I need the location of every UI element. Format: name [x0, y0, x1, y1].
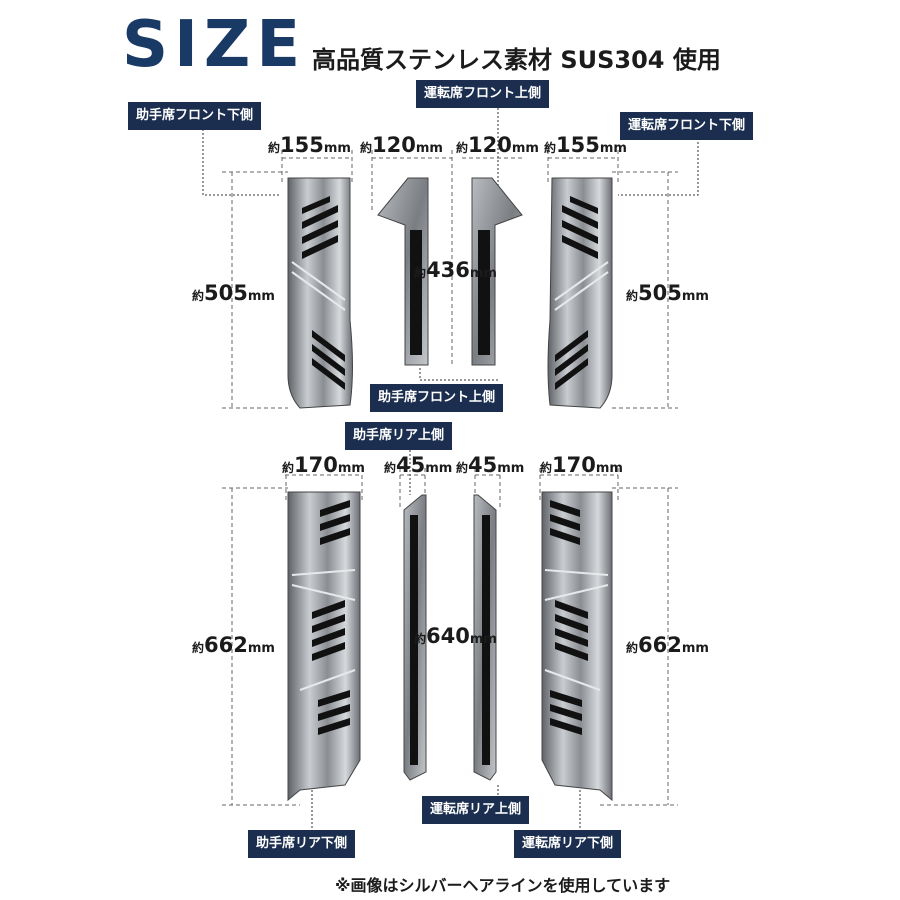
panel-rear-lower-driver — [541, 491, 613, 802]
dim-front-lower-width-left: 約155mm — [268, 133, 351, 157]
dim-rear-upper-height: 約640mm — [414, 624, 497, 648]
panel-rear-upper-driver — [473, 494, 497, 781]
label-passenger-front-upper: 助手席フロント上側 — [370, 384, 504, 412]
dim-rear-lower-width-left: 約170mm — [282, 453, 365, 477]
footnote: ※画像はシルバーヘアラインを使用しています — [335, 876, 671, 895]
dim-front-upper-width-left: 約120mm — [360, 133, 443, 157]
label-passenger-rear-lower: 助手席リア下側 — [248, 830, 356, 858]
label-passenger-front-lower: 助手席フロント下側 — [128, 102, 262, 130]
label-passenger-rear-upper: 助手席リア上側 — [345, 422, 453, 450]
dim-rear-lower-width-right: 約170mm — [540, 453, 623, 477]
dim-rear-lower-height-left: 約662mm — [192, 633, 275, 657]
panel-rear-lower-passenger — [287, 491, 361, 802]
panel-front-upper-driver — [471, 177, 523, 366]
label-driver-front-upper: 運転席フロント上側 — [416, 80, 550, 108]
dim-front-upper-width-right: 約120mm — [456, 133, 539, 157]
label-driver-rear-upper: 運転席リア上側 — [422, 796, 530, 824]
panel-rear-upper-passenger — [403, 494, 427, 781]
dim-rear-upper-width-left: 約45mm — [384, 453, 453, 477]
dim-front-lower-width-right: 約155mm — [544, 133, 627, 157]
label-driver-rear-lower: 運転席リア下側 — [514, 830, 622, 858]
panel-front-lower-passenger — [287, 177, 353, 409]
panel-front-upper-passenger — [377, 177, 429, 366]
panel-front-lower-driver — [547, 177, 613, 409]
dim-front-lower-height-left: 約505mm — [192, 281, 275, 305]
label-driver-front-lower: 運転席フロント下側 — [620, 112, 754, 140]
dim-rear-lower-height-right: 約662mm — [626, 633, 709, 657]
dim-front-lower-height-right: 約505mm — [626, 281, 709, 305]
dim-rear-upper-width-right: 約45mm — [456, 453, 525, 477]
page-subtitle: 高品質ステンレス素材 SUS304 使用 — [312, 46, 721, 74]
page-title: SIZE — [122, 8, 307, 82]
dim-front-upper-height: 約436mm — [414, 258, 497, 282]
